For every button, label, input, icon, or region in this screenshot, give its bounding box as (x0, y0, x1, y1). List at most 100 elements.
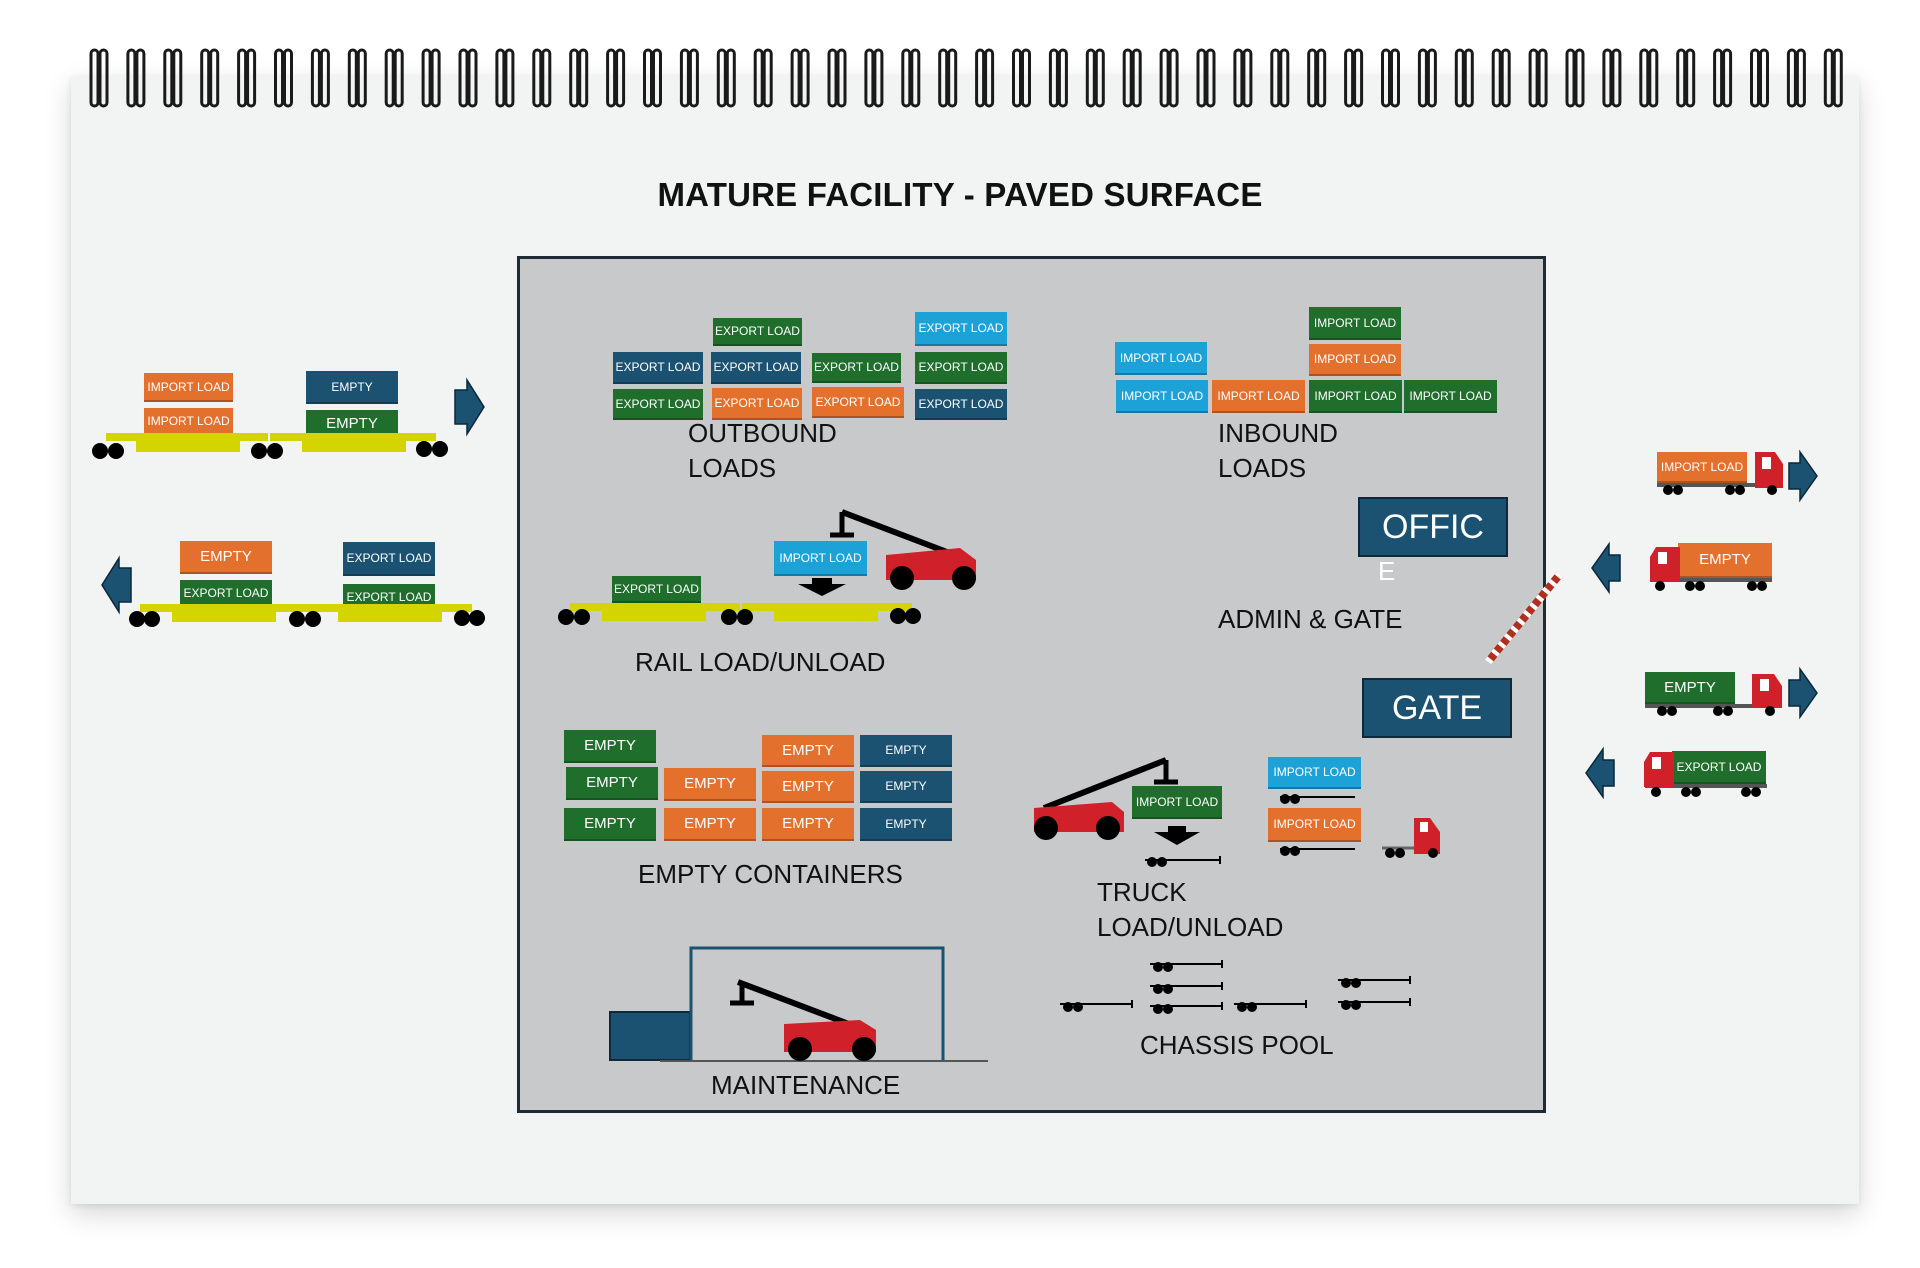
spiral-ring (1491, 48, 1511, 108)
container-import-load: IMPORT LOAD (1309, 344, 1401, 376)
spiral-ring (1233, 48, 1253, 108)
spiral-ring (1713, 48, 1733, 108)
spiral-ring (1159, 48, 1179, 108)
container-export-load: EXPORT LOAD (180, 580, 272, 608)
spiral-ring (89, 48, 109, 108)
spiral-ring (1565, 48, 1585, 108)
spiral-ring (864, 48, 884, 108)
spiral-ring (1344, 48, 1364, 108)
spiral-ring (274, 48, 293, 108)
spiral-ring (200, 48, 220, 108)
container-export-load: EXPORT LOAD (812, 387, 904, 418)
container-import-load: IMPORT LOAD (1132, 786, 1222, 819)
maintenance-label: MAINTENANCE (711, 1070, 901, 1100)
container-empty: EMPTY (762, 771, 854, 803)
container-export-load: EXPORT LOAD (1672, 751, 1766, 784)
empty-containers-label: EMPTY CONTAINERS (638, 859, 903, 889)
spiral-ring (1676, 48, 1696, 108)
spiral-ring (163, 48, 183, 108)
container-import-load: IMPORT LOAD (1657, 452, 1747, 483)
spiral-ring (643, 48, 662, 108)
chassis-pool-label: CHASSIS POOL (1140, 1030, 1334, 1060)
container-empty: EMPTY (564, 730, 656, 763)
container-empty: EMPTY (1678, 543, 1772, 578)
container-empty: EMPTY (566, 767, 658, 800)
spiral-ring (1122, 48, 1142, 108)
spiral-ring (126, 48, 146, 108)
spiral-ring (310, 48, 330, 108)
container-export-load: EXPORT LOAD (343, 584, 435, 612)
container-empty: EMPTY (1645, 672, 1735, 704)
container-export-load: EXPORT LOAD (713, 318, 802, 346)
container-empty: EMPTY (860, 808, 952, 841)
spiral-ring (1307, 48, 1327, 108)
spiral-ring (1012, 48, 1031, 108)
container-export-load: EXPORT LOAD (343, 542, 435, 576)
container-export-load: EXPORT LOAD (915, 389, 1007, 420)
container-export-load: EXPORT LOAD (711, 352, 801, 384)
container-empty: EMPTY (762, 808, 854, 841)
container-export-load: EXPORT LOAD (812, 353, 901, 383)
container-empty: EMPTY (664, 768, 756, 801)
office-building: OFFIC (1358, 497, 1508, 557)
spiral-ring (1823, 48, 1843, 108)
spiral-ring (384, 48, 404, 108)
container-empty: EMPTY (564, 808, 656, 841)
container-export-load: EXPORT LOAD (612, 576, 701, 603)
container-import-load: IMPORT LOAD (774, 541, 867, 576)
rail-load-unload-label: RAIL LOAD/UNLOAD (635, 647, 886, 677)
spiral-ring (975, 48, 995, 108)
container-empty: EMPTY (664, 808, 756, 841)
container-export-load: EXPORT LOAD (712, 388, 802, 420)
spiral-ring (938, 48, 958, 108)
spiral-ring (1602, 48, 1622, 108)
admin-gate-label: ADMIN & GATE (1218, 604, 1403, 634)
container-import-load: IMPORT LOAD (1268, 757, 1361, 789)
spiral-ring (716, 48, 736, 108)
spiral-ring (606, 48, 626, 108)
container-import-load: IMPORT LOAD (1309, 380, 1402, 413)
container-export-load: EXPORT LOAD (613, 352, 703, 384)
container-export-load: EXPORT LOAD (915, 352, 1007, 384)
spiral-binding (89, 48, 1843, 108)
container-import-load: IMPORT LOAD (1268, 808, 1361, 842)
spiral-ring (421, 48, 441, 108)
container-empty: EMPTY (762, 735, 854, 767)
spiral-ring (790, 48, 810, 108)
container-empty: EMPTY (860, 771, 952, 803)
spiral-ring (753, 48, 773, 108)
spiral-ring (1750, 48, 1769, 108)
container-empty: EMPTY (180, 541, 272, 574)
container-import-load: IMPORT LOAD (1404, 380, 1497, 413)
spiral-ring (532, 48, 552, 108)
spiral-ring (901, 48, 921, 108)
container-import-load: IMPORT LOAD (1116, 380, 1208, 413)
outbound-loads-label: OUTBOUND LOADS (688, 418, 837, 483)
diagram-title: MATURE FACILITY - PAVED SURFACE (657, 176, 1263, 213)
gate-booth: GATE (1362, 678, 1512, 738)
spiral-ring (1528, 48, 1548, 108)
spiral-ring (1381, 48, 1400, 108)
spiral-ring (679, 48, 699, 108)
container-import-load: IMPORT LOAD (1309, 307, 1401, 340)
spiral-ring (1085, 48, 1105, 108)
spiral-ring (569, 48, 589, 108)
spiral-ring (1417, 48, 1437, 108)
spiral-ring (458, 48, 478, 108)
spiral-ring (827, 48, 847, 108)
spiral-ring (1196, 48, 1216, 108)
spiral-ring (347, 48, 367, 108)
spiral-ring (1786, 48, 1806, 108)
spiral-ring (237, 48, 257, 108)
container-empty: EMPTY (306, 410, 398, 438)
spiral-ring (1454, 48, 1474, 108)
spiral-ring (495, 48, 515, 108)
office-label-overflow: E (1378, 556, 1396, 586)
container-export-load: EXPORT LOAD (915, 312, 1007, 346)
spiral-ring (1048, 48, 1068, 108)
container-import-load: IMPORT LOAD (1212, 380, 1305, 413)
spiral-ring (1270, 48, 1290, 108)
spiral-ring (1639, 48, 1659, 108)
container-import-load: IMPORT LOAD (144, 373, 233, 402)
container-export-load: EXPORT LOAD (613, 389, 703, 420)
